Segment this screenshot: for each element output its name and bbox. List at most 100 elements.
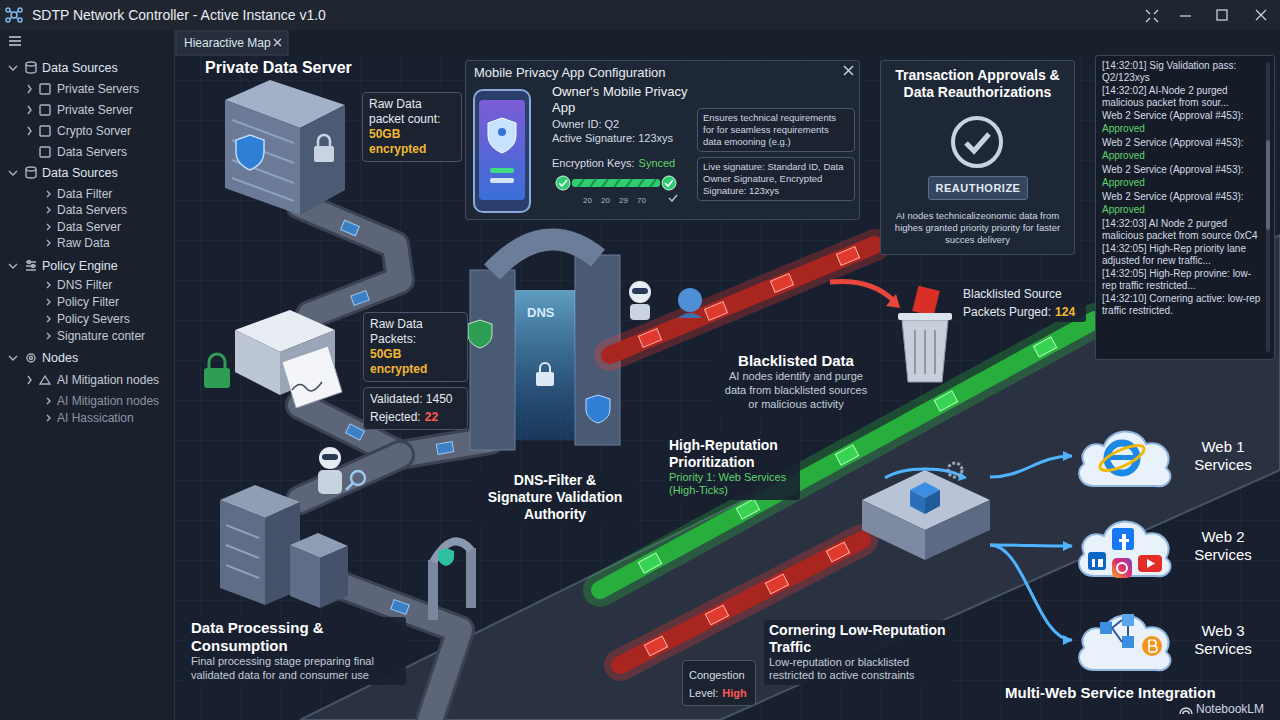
app-icon: [6, 18, 10, 22]
window-controls: [1180, 15, 1191, 16]
counter-label-text: Blacklisted Source Packets Purged:: [963, 287, 1062, 319]
private-server: [232, 120, 294, 201]
stage-label: Blacklisted DataAI nodes identify and pu…: [715, 350, 877, 413]
service-cloud-text: Web 3 Services: [1182, 622, 1264, 658]
trash-bin: [915, 330, 935, 374]
sidebar-icons: [30, 357, 33, 360]
ai-agents: [678, 313, 702, 318]
data-packets: [391, 600, 409, 615]
congestion-box: Congestion Level:High: [682, 660, 756, 706]
access-roads: [300, 455, 400, 500]
stage-label-text: AI nodes identify and purge data from bl…: [720, 370, 872, 411]
approval-check: [966, 134, 989, 151]
dns-gate: [586, 395, 610, 423]
web1-logo: [1097, 441, 1147, 476]
service-cloud: Web 2 Services: [1072, 508, 1267, 584]
approval-panel-text: AI nodes technicalizeonomic data from hi…: [889, 210, 1066, 246]
blacklist-lane: [770, 274, 793, 293]
sidebar-icons: [47, 398, 50, 404]
highway: [300, 235, 1280, 720]
stats-box-text: Rejected:: [370, 410, 421, 424]
callout-box-text: 50GB encrypted: [370, 347, 461, 377]
ai-agents: [632, 288, 648, 294]
sidebar-icons: [9, 264, 17, 268]
key-status-text: Encryption Keys:: [552, 157, 635, 169]
sidebar-icons: [28, 106, 31, 114]
sync-progress: [559, 180, 673, 186]
stage-label: Cornering Low-Reputation TrafficLow-repu…: [764, 620, 952, 685]
sidebar-icons: [40, 105, 50, 115]
sidebar-icons: [28, 127, 31, 135]
tree-item: Raw Data: [57, 236, 110, 250]
service-arrow: [990, 545, 1072, 546]
service-cloud-text: Web 1 Services: [1182, 438, 1264, 474]
tree-group: Nodes: [42, 351, 78, 365]
key-status: Encryption Keys:Synced: [552, 153, 694, 171]
data-packets: [341, 220, 360, 235]
log-panel-text: Web 2 Service (Approval #453):: [1102, 137, 1262, 149]
sync-progress: [662, 176, 676, 190]
sidebar-icons: [47, 282, 50, 288]
document-stack: [204, 368, 230, 388]
phone-graphic: [474, 90, 530, 212]
cloud-shape: [1079, 431, 1170, 486]
sidebar-icons: [32, 265, 35, 268]
blacklist-lane: [704, 302, 727, 321]
processing-servers: [226, 525, 259, 578]
processing-servers: [220, 485, 348, 608]
sidebar-icons: [26, 169, 36, 178]
blacklist-lane: [610, 245, 875, 355]
sidebar-icons: [40, 147, 50, 157]
sync-progress: [556, 176, 677, 201]
tree-item: Data Servers: [57, 145, 127, 159]
blacklist-lane: [610, 245, 875, 355]
stage-label-text: DNS-Filter & Signature Validation Author…: [480, 472, 630, 522]
sync-progress: [578, 179, 656, 187]
sidebar-icons: [47, 191, 50, 197]
cloud-shape: [1072, 508, 1176, 584]
tree-item: Private Server: [57, 103, 133, 117]
stage-label-text: Priority 1: Web Services (High-Ticks): [669, 471, 795, 499]
log-panel-text: Web 2 Service (Approval #453):: [1102, 164, 1262, 176]
progress-tick: 20: [583, 196, 592, 205]
dns-gate: [468, 320, 492, 348]
low-rep-lane: [765, 574, 788, 594]
web2-logos: [1112, 558, 1132, 578]
data-packets: [351, 291, 369, 306]
inspector-robot: [322, 454, 338, 460]
dns-gate: [492, 240, 598, 272]
signature-box: Live signature: Standard ID, Data Owner …: [697, 157, 855, 201]
app-icon: [11, 12, 17, 18]
web2-logos: [1098, 559, 1103, 567]
dns-gate: [540, 363, 550, 372]
cloud-shape: [1079, 521, 1170, 576]
stage-label: Data Processing & ConsumptionFinal proce…: [186, 617, 406, 685]
checkpoint-gate: [428, 541, 476, 620]
priority-lane: [835, 445, 858, 465]
dns-gate: [515, 290, 575, 440]
inspector-robot: [318, 470, 342, 494]
stage-label-text: Low-reputation or blacklisted restricted…: [769, 656, 947, 684]
web2-logos: [1147, 559, 1155, 568]
sidebar-icons: [40, 376, 50, 384]
log-scrollbar: [1266, 62, 1270, 352]
trash-bin: [898, 286, 952, 382]
data-packets: [436, 442, 453, 455]
sidebar-icons: [47, 299, 50, 305]
web1-logo: [1097, 441, 1147, 476]
blacklist-lane: [836, 247, 859, 266]
ai-agents: [630, 304, 650, 320]
blacklist-lane: [638, 247, 859, 348]
window-controls: [1217, 10, 1227, 20]
integration-hub-graphic: [910, 490, 925, 514]
sidebar-icons: [40, 84, 50, 94]
callout-box-text: Raw Data packet count:: [369, 97, 455, 127]
log-scrollbar: [1266, 140, 1270, 230]
sidebar-icons: [28, 376, 31, 384]
callout-box-text: 50GB encrypted: [369, 127, 455, 157]
approval-panel-text: Transaction Approvals & Data Reauthoriza…: [881, 61, 1074, 101]
tree-group: Data Sources: [42, 61, 118, 75]
menu-icon: [9, 37, 21, 45]
tab: [176, 31, 288, 55]
